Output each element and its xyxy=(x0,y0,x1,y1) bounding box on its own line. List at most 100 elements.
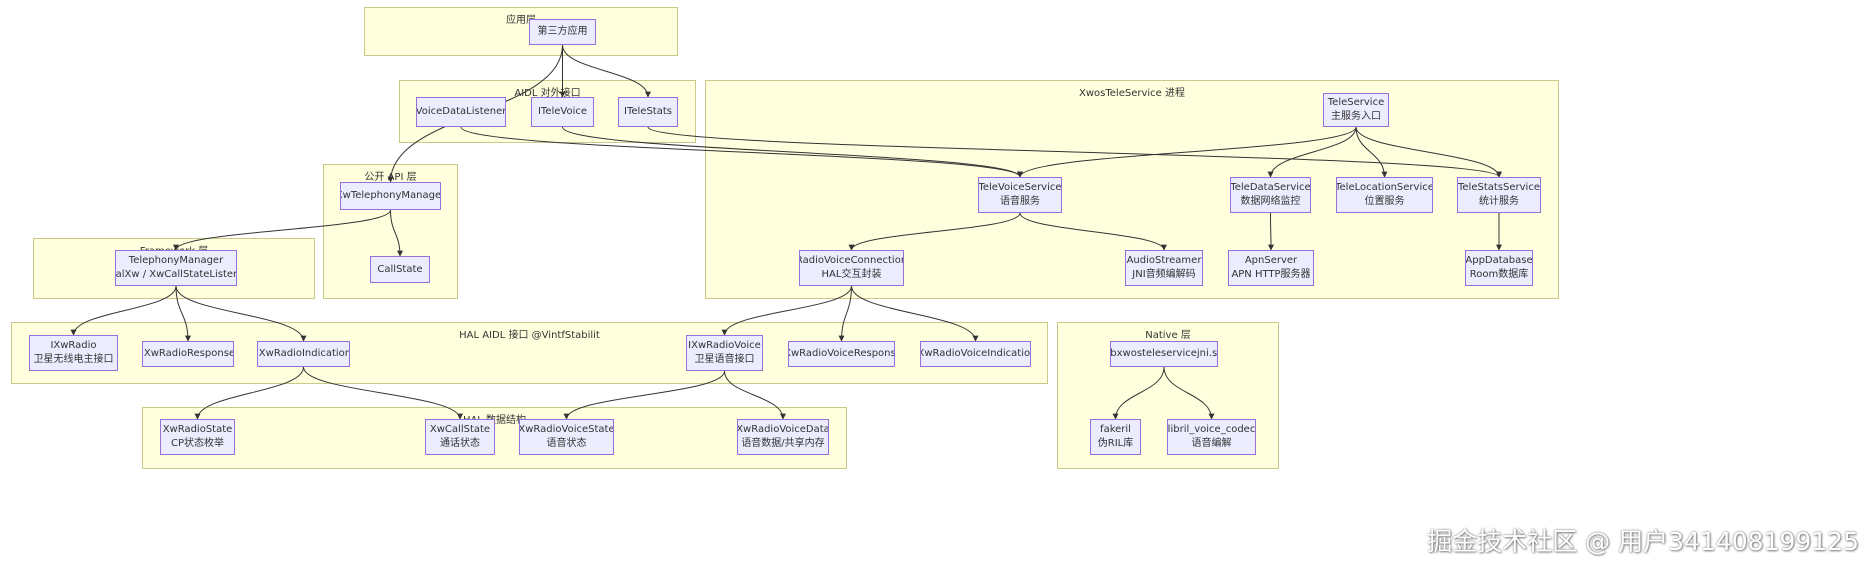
edge-ixw-radio-voice-to-xw-radio-voice-data xyxy=(724,370,786,420)
edge-ixw-radio-indication-to-xw-call-state xyxy=(303,366,463,420)
edge-tele-service-to-tele-location-service xyxy=(1355,126,1388,178)
node-ixw-radio-voice-indication[interactable]: IXwRadioVoiceIndication xyxy=(920,341,1031,367)
node-tele-location-service[interactable]: TeleLocationService 位置服务 xyxy=(1336,177,1433,213)
node-label: ITeleStats xyxy=(624,106,672,117)
watermark: 掘金技术社区 @ 用户341408199125 xyxy=(1427,527,1859,556)
edge-xw-telephony-manager-to-telephony-manager xyxy=(173,209,391,251)
node-label: RadioVoiceConnection xyxy=(799,255,904,266)
node-sublabel: Room数据库 xyxy=(1469,269,1529,280)
node-xw-radio-voice-data[interactable]: XwRadioVoiceData 语音数据/共享内存 xyxy=(737,419,829,455)
node-label: TeleDataService xyxy=(1230,182,1311,193)
node-label: fakeril xyxy=(1100,424,1131,435)
node-itele-voice[interactable]: ITeleVoice xyxy=(531,97,594,127)
edge-itele-voice-to-tele-voice-service xyxy=(562,126,1023,178)
node-fakeril[interactable]: fakeril 伪RIL库 xyxy=(1090,419,1141,455)
node-label: libxwosteleservicejni.so xyxy=(1110,348,1218,359)
edge-radio-voice-connection-to-ixw-radio-voice xyxy=(721,285,852,336)
node-label: TeleVoiceService xyxy=(978,182,1062,193)
edge-tele-voice-service-to-audio-streamer xyxy=(1019,212,1167,251)
node-label: AudioStreamer xyxy=(1126,255,1202,266)
node-label: IXwRadio xyxy=(50,340,97,351)
edge-tele-service-to-tele-voice-service xyxy=(1017,126,1357,178)
node-label: IXwRadioIndication xyxy=(257,348,350,359)
node-ixw-radio-response[interactable]: IXwRadioResponse xyxy=(142,341,234,367)
node-audio-streamer[interactable]: AudioStreamer JNI音频编解码 xyxy=(1125,250,1203,286)
edge-telephony-manager-to-ixw-radio-response xyxy=(175,285,191,342)
node-telephony-manager[interactable]: TelephonyManager dialXw / XwCallStateLis… xyxy=(115,250,237,286)
edge-tele-service-to-tele-data-service xyxy=(1267,126,1357,178)
node-sublabel: APN HTTP服务器 xyxy=(1231,269,1311,280)
edge-xw-telephony-manager-to-call-state xyxy=(390,209,403,257)
node-voice-data-listener[interactable]: VoiceDataListener xyxy=(416,97,506,127)
node-label: libril_voice_codec xyxy=(1167,424,1256,435)
edge-libxwos-jni-to-fakeril xyxy=(1112,366,1165,420)
node-sublabel: 语音编解 xyxy=(1191,438,1232,449)
edge-ixw-radio-voice-to-xw-radio-voice-state xyxy=(563,370,725,420)
node-sublabel: HAL交互封装 xyxy=(821,269,882,280)
node-xw-call-state[interactable]: XwCallState 通话状态 xyxy=(425,419,495,455)
node-label: TeleStatsService xyxy=(1458,182,1540,193)
group-hal-data: HAL 数据结构 xyxy=(142,407,847,469)
node-ixw-radio[interactable]: IXwRadio 卫星无线电主接口 xyxy=(29,335,118,371)
node-label: IXwRadioResponse xyxy=(142,348,234,359)
edge-libxwos-jni-to-libril-voice-codec xyxy=(1163,366,1215,420)
edge-telephony-manager-to-ixw-radio xyxy=(70,285,177,336)
group-title-hal-aidl: HAL AIDL 接口 @VintfStabilit xyxy=(459,330,600,341)
node-radio-voice-connection[interactable]: RadioVoiceConnection HAL交互封装 xyxy=(799,250,904,286)
node-label: XwCallState xyxy=(429,424,491,435)
node-tele-voice-service[interactable]: TeleVoiceService 语音服务 xyxy=(978,177,1062,213)
node-sublabel: JNI音频编解码 xyxy=(1132,269,1196,280)
node-sublabel: 卫星语音接口 xyxy=(694,354,755,365)
node-app-database[interactable]: AppDatabase Room数据库 xyxy=(1465,250,1533,286)
node-sublabel: 统计服务 xyxy=(1479,196,1519,207)
node-sublabel: 伪RIL库 xyxy=(1097,438,1134,449)
node-label: ITeleVoice xyxy=(537,106,588,117)
node-label: ApnServer xyxy=(1244,255,1298,266)
edge-tele-service-to-tele-stats-service xyxy=(1355,126,1502,178)
group-title-app: 应用层 xyxy=(506,15,536,26)
node-label: XwTelephonyManager xyxy=(340,190,441,201)
node-ixw-radio-voice-response[interactable]: IXwRadioVoiceResponse xyxy=(788,341,895,367)
node-label: AppDatabase xyxy=(1465,255,1533,266)
node-sublabel: 语音状态 xyxy=(546,438,587,449)
node-ixw-radio-indication[interactable]: IXwRadioIndication xyxy=(257,341,350,367)
node-sublabel: 语音服务 xyxy=(1000,196,1040,207)
group-app-layer: 应用层 xyxy=(364,7,678,56)
node-tele-service[interactable]: TeleService 主服务入口 xyxy=(1323,93,1389,127)
node-sublabel: 语音数据/共享内存 xyxy=(741,438,825,449)
node-sublabel: dialXw / XwCallStateListene xyxy=(115,269,237,280)
edge-radio-voice-connection-to-ixw-radio-voice-response xyxy=(838,285,852,342)
edge-tele-voice-service-to-radio-voice-connection xyxy=(848,212,1021,251)
node-tele-stats-service[interactable]: TeleStatsService 统计服务 xyxy=(1457,177,1541,213)
node-sublabel: 数据网络监控 xyxy=(1240,196,1301,207)
node-label: CallState xyxy=(377,263,423,275)
node-itele-stats[interactable]: ITeleStats xyxy=(618,97,678,127)
node-sublabel: 卫星无线电主接口 xyxy=(33,354,114,365)
edge-telephony-manager-to-ixw-radio-indication xyxy=(175,285,307,342)
node-sublabel: CP状态枚举 xyxy=(170,438,224,449)
node-sublabel: 主服务入口 xyxy=(1331,111,1381,122)
node-label: IXwRadioVoiceIndication xyxy=(920,348,1031,359)
edge-itele-stats-to-tele-stats-service xyxy=(647,126,1502,178)
edge-tele-data-service-to-apn-server xyxy=(1267,212,1274,251)
group-title-xwos: XwosTeleService 进程 xyxy=(1079,88,1185,99)
node-xw-telephony-manager[interactable]: XwTelephonyManager xyxy=(340,182,441,210)
node-libril-voice-codec[interactable]: libril_voice_codec 语音编解 xyxy=(1167,419,1256,455)
node-label: TeleLocationService xyxy=(1336,182,1433,193)
node-label: XwRadioState xyxy=(162,424,233,435)
edge-third-party-to-itele-stats xyxy=(562,44,651,98)
node-label: IXwRadioVoiceResponse xyxy=(789,348,894,359)
node-xw-radio-voice-state[interactable]: XwRadioVoiceState 语音状态 xyxy=(519,419,614,455)
node-libxwos-jni[interactable]: libxwosteleservicejni.so xyxy=(1110,341,1218,367)
edge-radio-voice-connection-to-ixw-radio-voice-indication xyxy=(851,285,979,342)
node-ixw-radio-voice[interactable]: IXwRadioVoice 卫星语音接口 xyxy=(686,335,763,371)
node-label: TeleService xyxy=(1327,97,1385,108)
node-tele-data-service[interactable]: TeleDataService 数据网络监控 xyxy=(1230,177,1311,213)
node-call-state[interactable]: CallState xyxy=(370,256,430,283)
node-label: XwRadioVoiceData xyxy=(737,424,829,435)
node-xw-radio-state[interactable]: XwRadioState CP状态枚举 xyxy=(160,419,235,455)
node-apn-server[interactable]: ApnServer APN HTTP服务器 xyxy=(1228,250,1314,286)
node-label: IXwRadioVoice xyxy=(688,340,761,351)
edge-ixw-radio-indication-to-xw-radio-state xyxy=(194,366,304,420)
node-third-party[interactable]: 第三方应用 xyxy=(529,19,596,45)
